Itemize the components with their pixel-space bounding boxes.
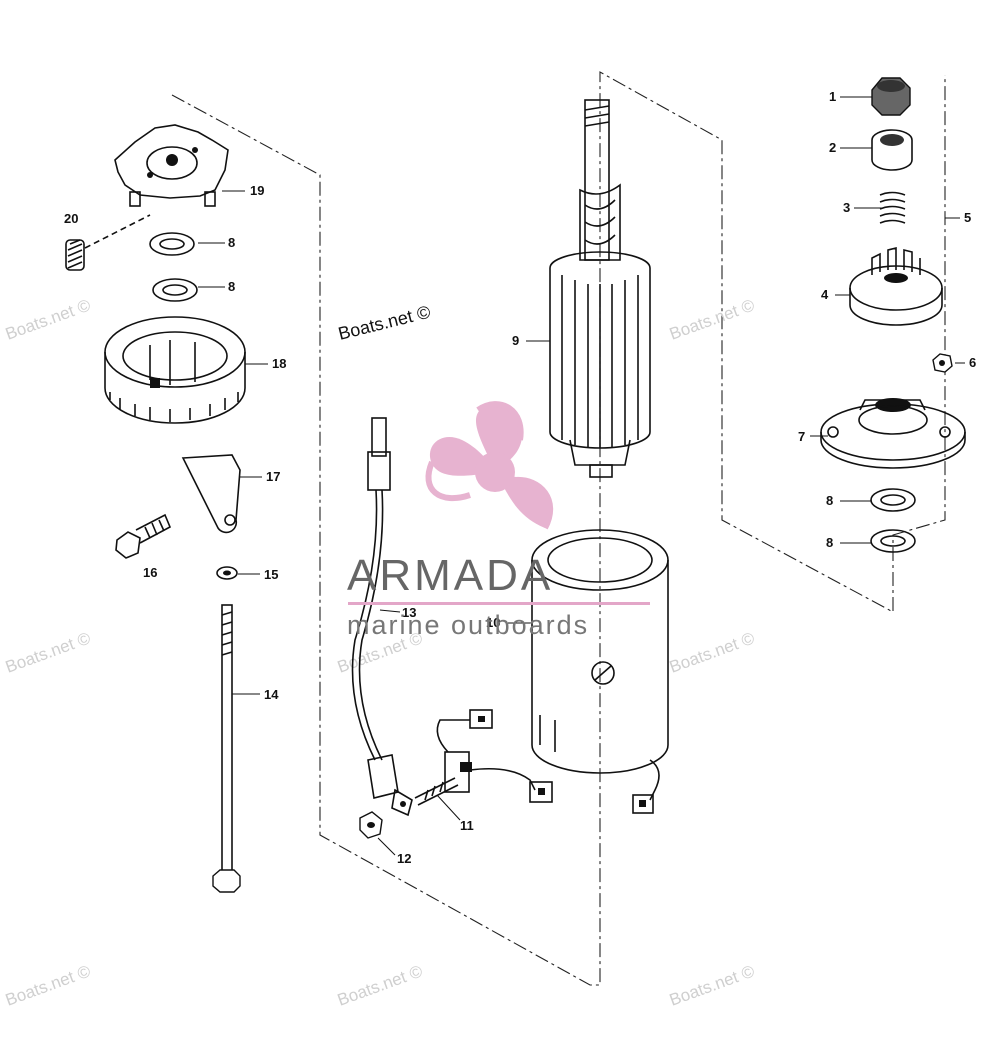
callout-17: 17 — [266, 469, 280, 484]
dashed-boundaries — [171, 71, 946, 986]
part-2-spacer — [871, 129, 913, 171]
part-19-brush-plate — [114, 124, 229, 207]
callout-19: 19 — [250, 183, 264, 198]
part-4-drive-gear — [849, 246, 943, 326]
armada-wordmark: ARMADA — [347, 551, 553, 600]
callout-8: 8 — [228, 235, 235, 250]
callout-12: 12 — [397, 851, 411, 866]
part-8-washers-left — [149, 232, 198, 302]
watermark-text: Boats.net © — [3, 295, 94, 343]
part-10-frame — [531, 529, 669, 814]
armada-logo: ARMADA marine outboards — [347, 401, 650, 640]
callout-13: 13 — [402, 605, 416, 620]
callout-6: 6 — [969, 355, 976, 370]
callout-16: 16 — [143, 565, 157, 580]
part-6-nut — [932, 353, 953, 373]
leader-lines — [198, 96, 965, 856]
part-20-spring — [65, 214, 151, 271]
part-17-bracket — [181, 454, 241, 534]
boats-net-credit: Boats.net © — [336, 302, 432, 344]
watermark-text: Boats.net © — [3, 961, 94, 1009]
callout-5: 5 — [964, 210, 971, 225]
armada-tagline: marine outboards — [347, 610, 589, 640]
part-16-bolt — [115, 513, 172, 559]
callout-18: 18 — [272, 356, 286, 371]
callout-4: 4 — [821, 287, 829, 302]
watermark-text: Boats.net © — [3, 628, 94, 676]
watermark-text: Boats.net © — [667, 961, 758, 1009]
part-3-spring — [879, 191, 906, 224]
callout-15: 15 — [264, 567, 278, 582]
watermarks: Boats.net © Boats.net © Boats.net © Boat… — [3, 295, 758, 1009]
callout-8: 8 — [826, 493, 833, 508]
propeller-logo-icon — [425, 401, 554, 530]
part-7-drive-end-cap — [820, 398, 966, 469]
part-12-nut — [359, 811, 383, 839]
part-11-brush-assembly — [414, 709, 553, 806]
watermark-text: Boats.net © — [335, 961, 426, 1009]
callout-3: 3 — [843, 200, 850, 215]
callout-2: 2 — [829, 140, 836, 155]
callout-14: 14 — [264, 687, 279, 702]
callout-7: 7 — [798, 429, 805, 444]
part-9-armature — [549, 99, 651, 478]
part-18-end-cap — [104, 316, 246, 424]
callout-8: 8 — [228, 279, 235, 294]
part-15-lockwasher — [216, 566, 238, 580]
callout-20: 20 — [64, 211, 78, 226]
part-8-washers-right — [870, 488, 916, 553]
logo-underline — [348, 602, 650, 605]
part-14-through-bolt — [212, 604, 241, 893]
callout-8: 8 — [826, 535, 833, 550]
part-1-nut — [871, 77, 911, 116]
watermark-text: Boats.net © — [667, 295, 758, 343]
callout-9: 9 — [512, 333, 519, 348]
callout-11: 11 — [460, 818, 474, 833]
watermark-text: Boats.net © — [667, 628, 758, 676]
part-13-lead-wire — [351, 417, 413, 817]
callout-labels: 1 2 3 4 5 6 7 8 8 8 8 9 10 11 12 13 14 1… — [64, 89, 976, 866]
callout-1: 1 — [829, 89, 836, 104]
callout-10: 10 — [486, 615, 500, 630]
